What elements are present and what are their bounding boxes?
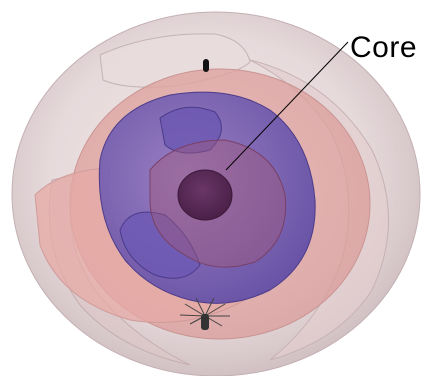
bottom-bristle-feature: [179, 297, 230, 327]
core-leader-line: [225, 41, 349, 171]
inner-purple-bulge-left: [119, 211, 201, 279]
top-marker: [203, 59, 209, 72]
core: [177, 169, 233, 221]
bottom-electrode: [201, 314, 209, 330]
core-label: Core: [350, 31, 418, 64]
